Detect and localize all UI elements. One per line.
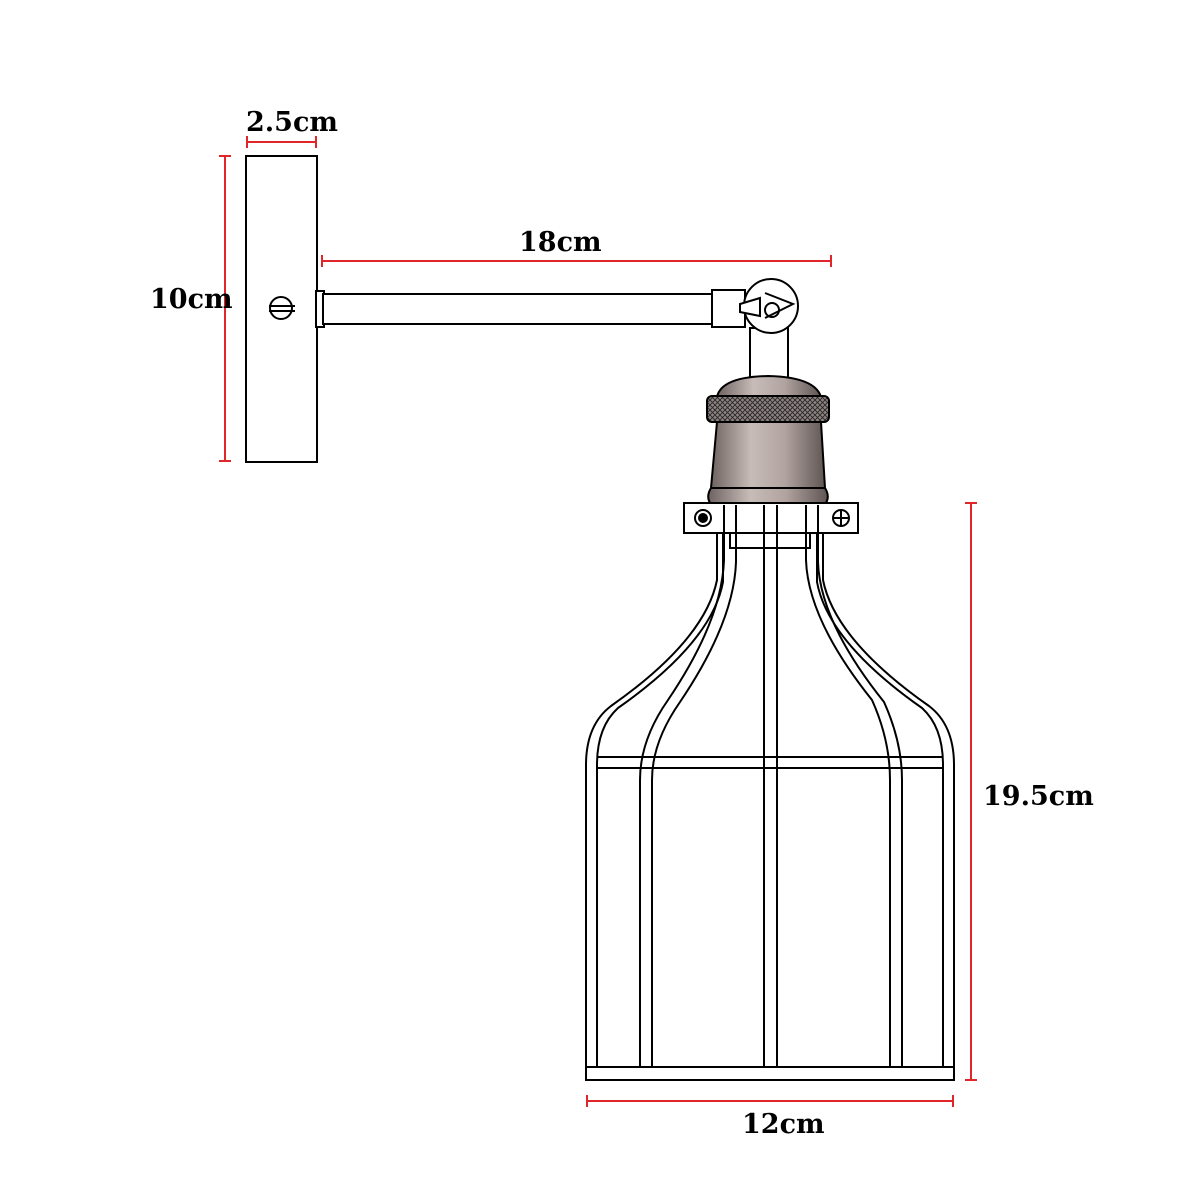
dim-line-backplate-depth xyxy=(246,136,317,148)
dimension-lines xyxy=(219,136,977,1107)
nut-icon xyxy=(694,509,712,527)
dim-line-backplate-height xyxy=(219,155,231,462)
socket-cap xyxy=(715,374,823,398)
backplate-height-label: 10cm xyxy=(150,284,233,315)
arm-length-label: 18cm xyxy=(519,227,602,258)
cage-height-label: 19.5cm xyxy=(983,781,1094,812)
cage-width-label: 12cm xyxy=(742,1109,825,1140)
elbow-joint xyxy=(711,289,746,328)
dim-line-cage-width xyxy=(586,1095,954,1107)
lamp-outline xyxy=(245,155,955,1081)
wire-cage xyxy=(585,505,955,1081)
socket-body xyxy=(709,421,827,489)
dim-line-arm-length xyxy=(321,255,832,267)
cage-bracket xyxy=(683,502,859,534)
bolt-icon xyxy=(832,509,850,527)
dim-line-cage-height xyxy=(965,502,977,1081)
knurled-ring xyxy=(706,395,830,423)
arm-tube xyxy=(322,293,714,325)
screw-icon xyxy=(269,296,295,320)
backplate-depth-label: 2.5cm xyxy=(246,107,338,138)
